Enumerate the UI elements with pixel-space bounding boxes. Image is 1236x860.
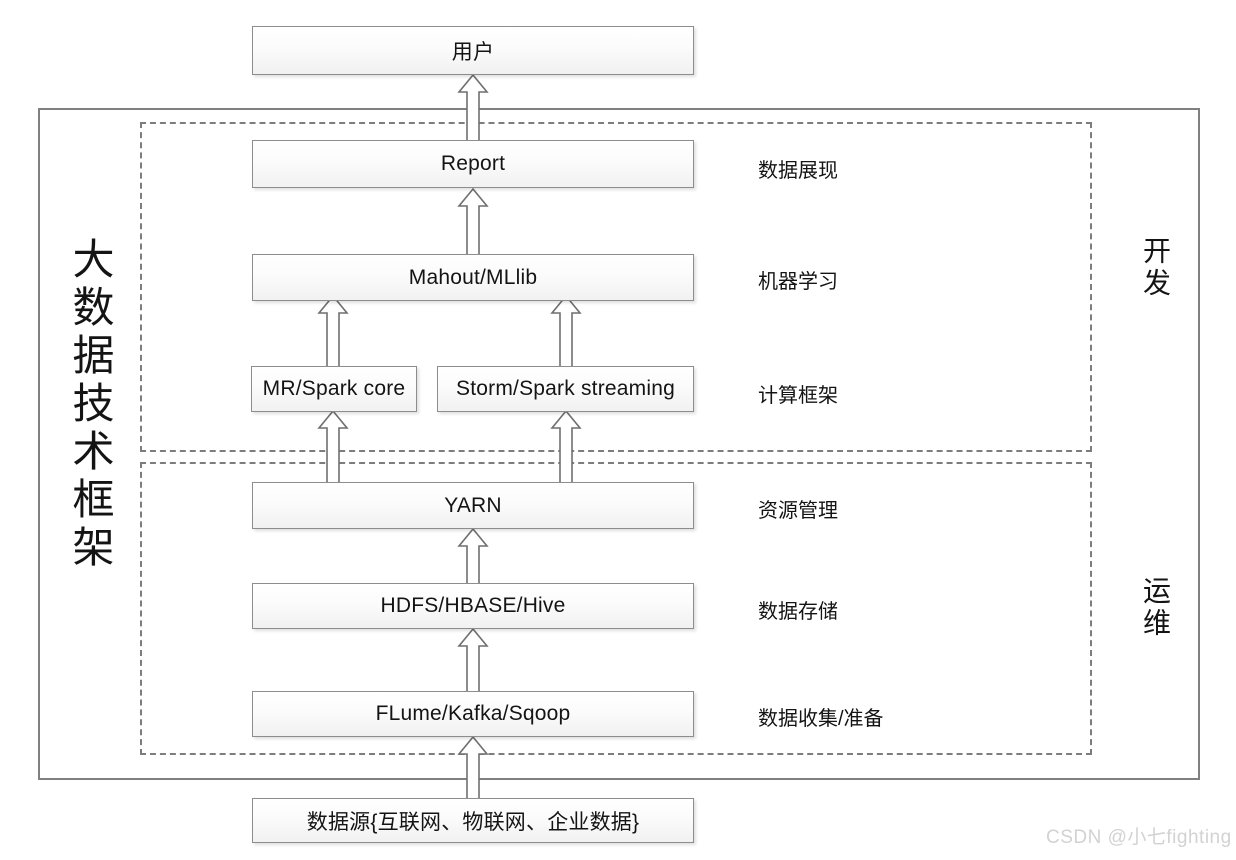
dashed-frame-development bbox=[140, 122, 1092, 452]
node-mahout-mllib[interactable]: Mahout/MLlib bbox=[252, 254, 694, 301]
arrow-storm-to-mahout bbox=[539, 293, 595, 368]
arrow-source-to-flume bbox=[446, 734, 502, 803]
arrow-yarn-to-storm bbox=[539, 408, 595, 485]
watermark: CSDN @小七fighting bbox=[1046, 827, 1232, 848]
node-mr-spark-core[interactable]: MR/Spark core bbox=[251, 366, 417, 412]
node-storm-spark-streaming[interactable]: Storm/Spark streaming bbox=[437, 366, 694, 412]
arrow-hdfs-to-yarn bbox=[446, 526, 502, 587]
node-yarn[interactable]: YARN bbox=[252, 482, 694, 529]
diagram-title-vertical: 大数据技术框架 bbox=[67, 237, 114, 573]
layer-label-machine-learning: 机器学习 bbox=[758, 271, 838, 293]
node-user[interactable]: 用户 bbox=[252, 26, 694, 75]
arrow-mr-to-mahout bbox=[306, 293, 362, 368]
arrow-flume-to-hdfs bbox=[446, 626, 502, 695]
outer-frame bbox=[38, 108, 1200, 780]
dashed-frame-operations bbox=[140, 462, 1092, 755]
layer-label-data-storage: 数据存储 bbox=[758, 601, 838, 623]
arrow-yarn-to-mr bbox=[306, 408, 362, 485]
layer-label-resource-management: 资源管理 bbox=[758, 500, 838, 522]
node-flume-kafka-sqoop[interactable]: FLume/Kafka/Sqoop bbox=[252, 691, 694, 737]
layer-label-compute-framework: 计算框架 bbox=[758, 385, 838, 407]
arrow-mahout-to-report bbox=[446, 186, 502, 259]
side-group-development: 开发 bbox=[1140, 236, 1171, 300]
side-group-operations: 运维 bbox=[1140, 576, 1171, 640]
layer-label-presentation: 数据展现 bbox=[758, 160, 838, 182]
node-data-source[interactable]: 数据源{互联网、物联网、企业数据} bbox=[252, 798, 694, 843]
layer-label-data-ingestion: 数据收集/准备 bbox=[758, 708, 884, 730]
node-report[interactable]: Report bbox=[252, 140, 694, 188]
arrow-report-to-user bbox=[446, 72, 502, 143]
node-hdfs-hbase-hive[interactable]: HDFS/HBASE/Hive bbox=[252, 583, 694, 629]
